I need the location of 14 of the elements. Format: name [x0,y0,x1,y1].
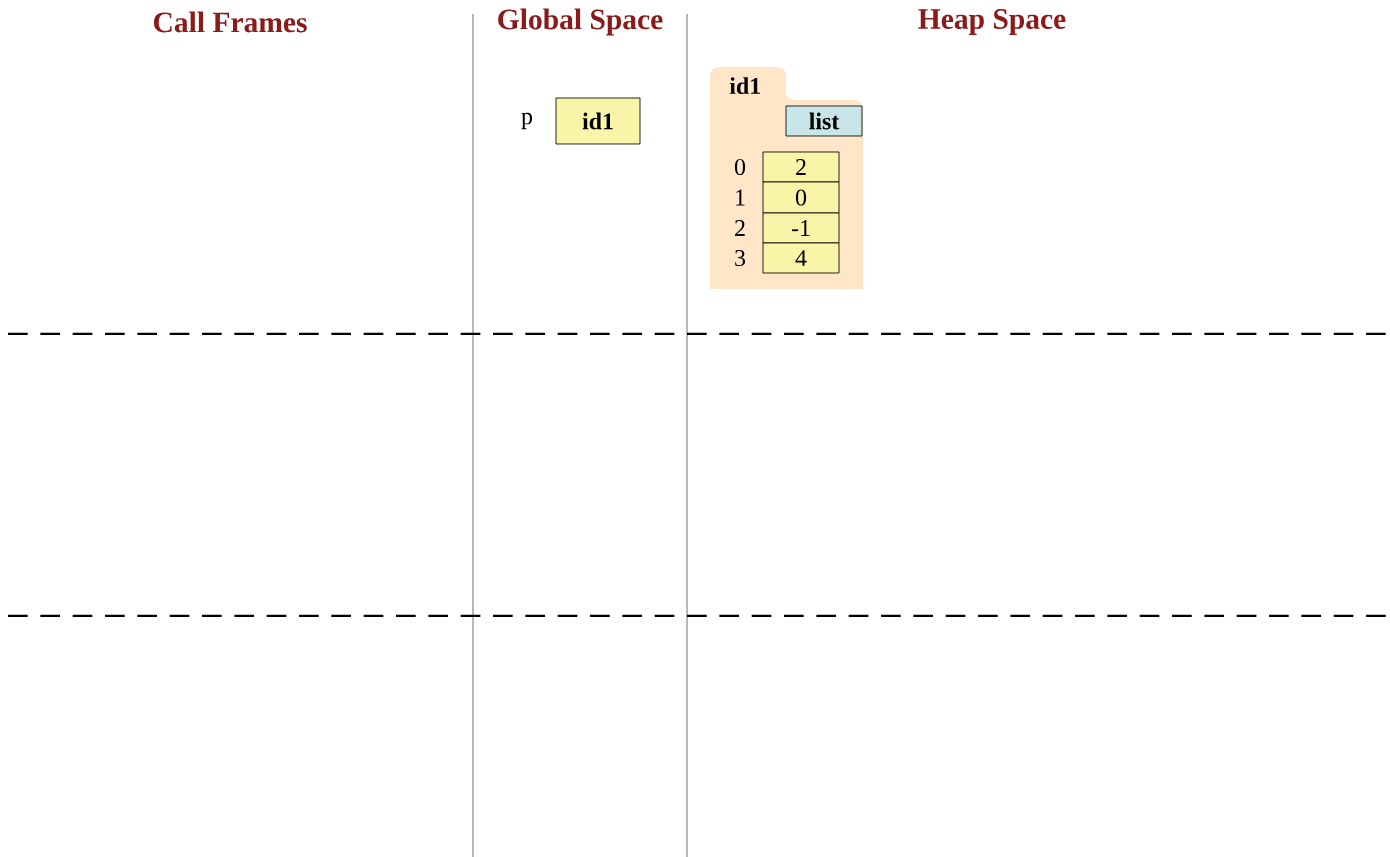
index-label: 1 [736,189,745,206]
column-heading: Heap Space [918,9,1066,35]
column-heading: Global Space [498,8,663,36]
list-cell: 4 [762,242,840,274]
list-cell: 2 [762,151,840,183]
list-cell: -1 [762,212,840,244]
type-tag: list [785,105,863,137]
variable-box: id1 [555,97,641,145]
index-label: 2 [735,220,745,236]
column-heading: Call Frames [153,11,307,33]
variable-name: p [521,112,533,130]
list-cell: 0 [762,181,840,214]
index-label: 3 [735,249,746,267]
index-label: 0 [734,158,746,176]
